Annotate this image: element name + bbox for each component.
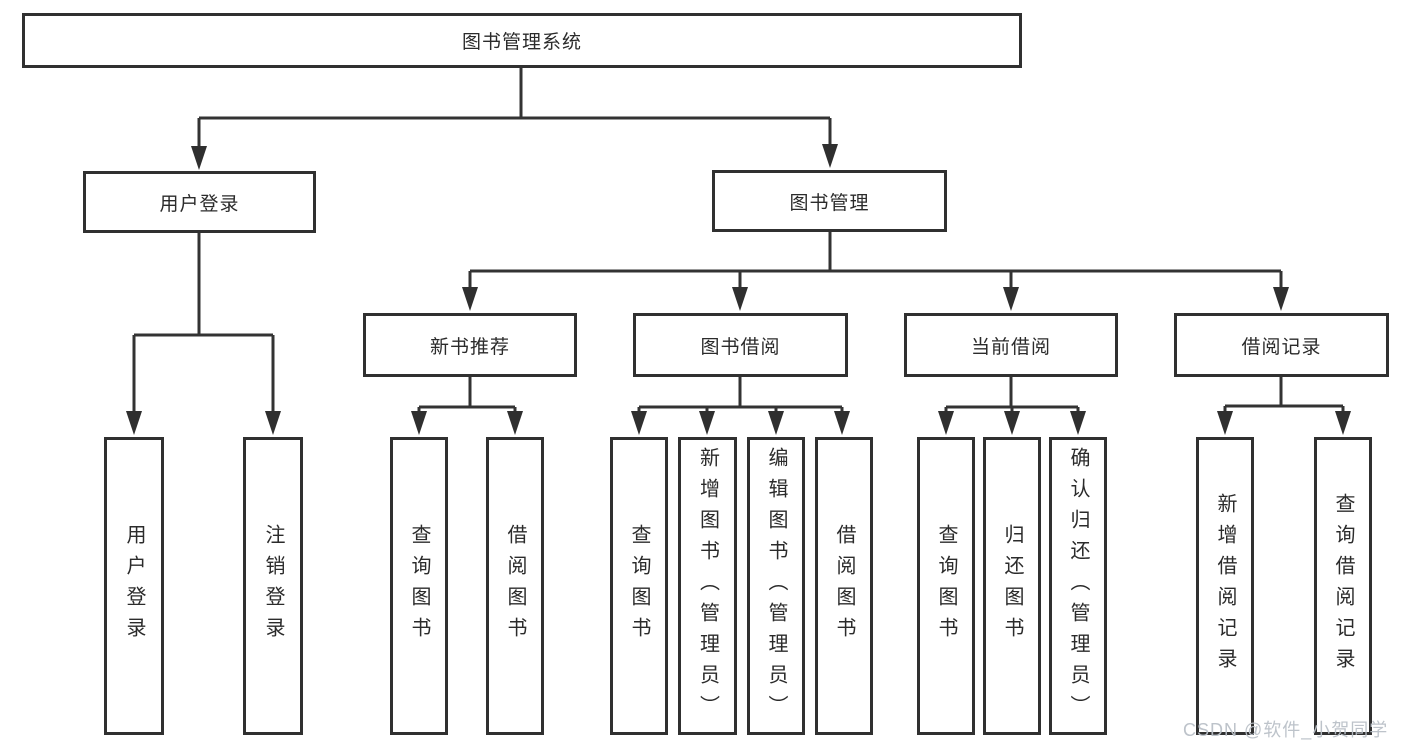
leaf-borrowing-query-books: 查询图书 [610, 437, 668, 735]
leaf-label: 查询图书 [628, 524, 650, 648]
leaf-confirm-return-admin: 确认归还（管理员） [1049, 437, 1107, 735]
leaf-label: 确认归还（管理员） [1067, 446, 1089, 726]
leaf-current-query-books: 查询图书 [917, 437, 975, 735]
leaf-label: 用户登录 [123, 524, 145, 648]
node-label: 图书借阅 [700, 336, 781, 358]
node-current-borrowing: 当前借阅 [904, 313, 1118, 377]
leaf-label: 借阅图书 [504, 524, 526, 648]
node-user-login: 用户登录 [83, 171, 316, 233]
connector-borrowing-records-to-leaves [1217, 377, 1351, 435]
leaf-label: 编辑图书（管理员） [765, 446, 787, 726]
connector-user-login-to-leaves [126, 233, 281, 435]
leaf-label: 查询图书 [935, 524, 957, 648]
leaf-label: 新增图书（管理员） [696, 446, 719, 726]
leaf-recommend-borrow-books: 借阅图书 [486, 437, 544, 735]
node-label: 图书管理 [789, 192, 870, 214]
node-new-book-recommendation: 新书推荐 [363, 313, 577, 377]
node-borrowing-records: 借阅记录 [1174, 313, 1389, 377]
leaf-label: 注销登录 [262, 524, 284, 648]
leaf-label: 新增借阅记录 [1214, 493, 1236, 679]
leaf-label: 查询借阅记录 [1332, 493, 1354, 679]
leaf-add-books-admin: 新增图书（管理员） [678, 437, 737, 735]
node-book-borrowing: 图书借阅 [633, 313, 848, 377]
leaf-return-books: 归还图书 [983, 437, 1041, 735]
leaf-user-login: 用户登录 [104, 437, 164, 735]
leaf-label: 查询图书 [408, 524, 430, 648]
node-label: 新书推荐 [429, 336, 510, 358]
node-library-management-system: 图书管理系统 [22, 13, 1022, 68]
connector-current-borrowing-to-leaves [938, 377, 1086, 435]
node-label: 借阅记录 [1241, 336, 1322, 358]
node-label: 图书管理系统 [461, 32, 582, 53]
leaf-label: 借阅图书 [833, 524, 855, 648]
connector-book-management-to-level3 [462, 232, 1289, 311]
connector-root-to-level2 [191, 68, 838, 170]
leaf-edit-books-admin: 编辑图书（管理员） [747, 437, 805, 735]
node-label: 用户登录 [159, 193, 240, 215]
leaf-label: 归还图书 [1001, 524, 1023, 648]
node-label: 当前借阅 [970, 336, 1051, 358]
csdn-watermark: CSDN @软件_小贺同学 [1183, 720, 1389, 740]
node-book-management: 图书管理 [712, 170, 947, 232]
leaf-logout: 注销登录 [243, 437, 303, 735]
leaf-query-borrowing-record: 查询借阅记录 [1314, 437, 1372, 735]
leaf-add-borrowing-record: 新增借阅记录 [1196, 437, 1254, 735]
connector-new-book-to-leaves [411, 377, 523, 435]
connector-book-borrowing-to-leaves [631, 377, 850, 435]
leaf-borrow-books: 借阅图书 [815, 437, 873, 735]
leaf-recommend-query-books: 查询图书 [390, 437, 448, 735]
